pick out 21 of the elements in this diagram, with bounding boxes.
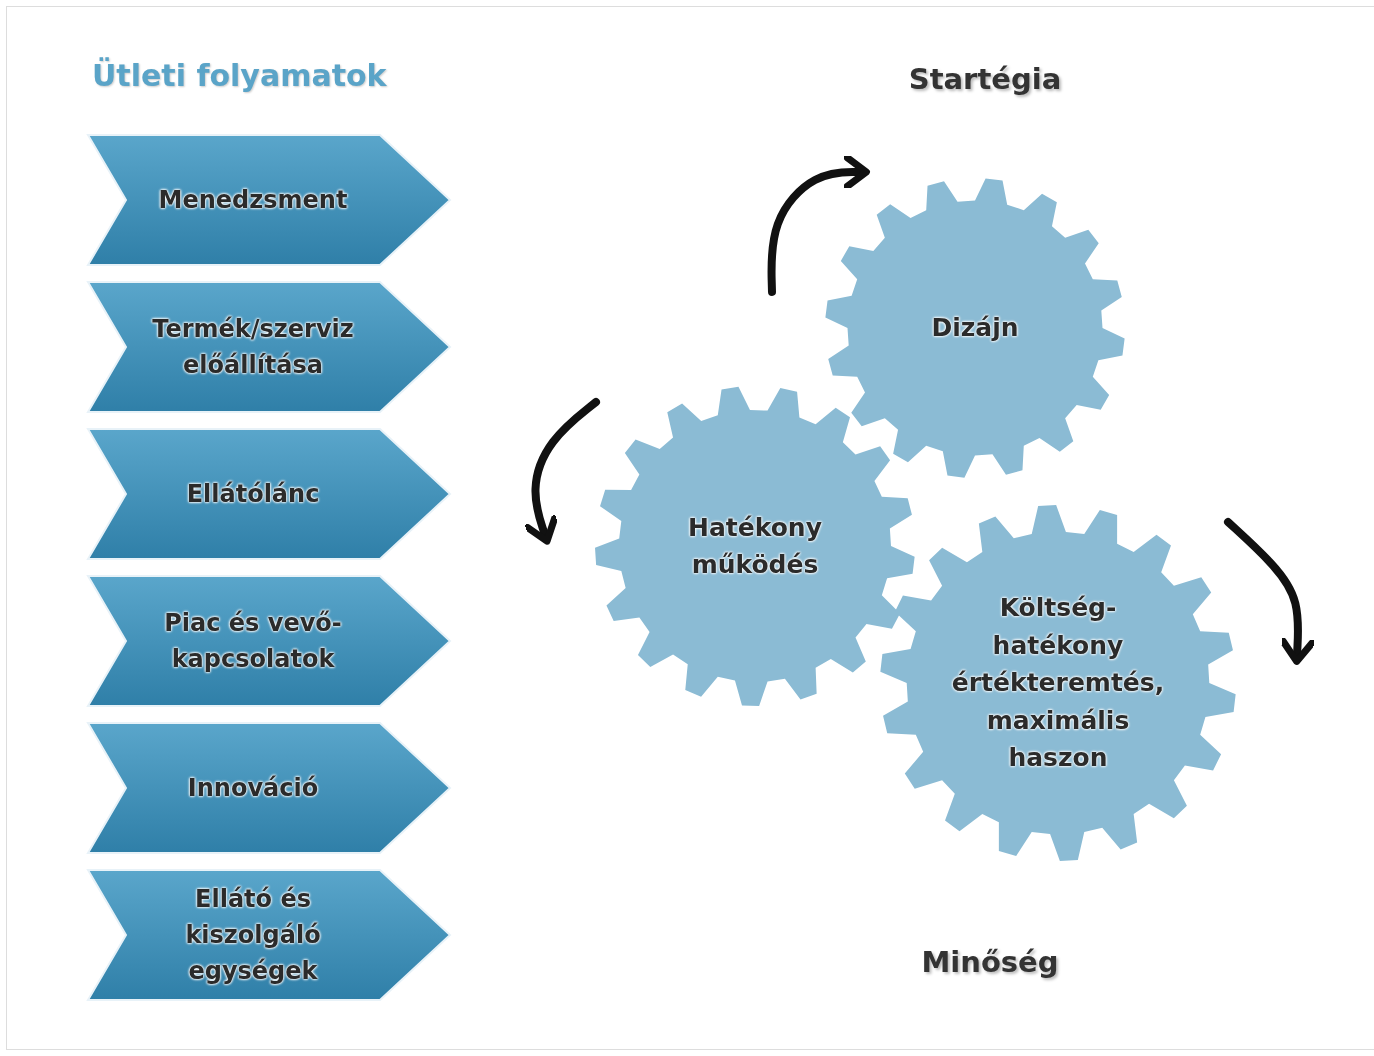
process-step [88,429,450,559]
gear-label: Költség- hatékony értékteremtés, maximális haszon [950,592,1166,775]
chevron-label: Termék/szerviz előállítása [151,314,355,381]
section-label: Minőség [921,945,1059,979]
chevron-label: Menedzsment [157,185,349,216]
process-step [88,135,450,265]
chevron-label: Ellátólánc [185,479,321,510]
gear-label: Hatékony működés [687,511,823,581]
section-label: Startégia [908,62,1062,96]
gear [880,505,1236,861]
process-step [88,870,450,1000]
process-step [88,723,450,853]
process-step [88,282,450,412]
heading: Ütleti folyamatok [92,58,387,93]
chevron-label: Ellátó és kiszolgáló egységek [184,884,322,987]
chevron-label: Innováció [186,773,320,804]
gear [595,386,915,706]
process-step [88,576,450,706]
gear [825,178,1125,478]
chevron-label: Piac és vevő- kapcsolatok [163,608,343,675]
gear-label: Dizájn [930,312,1020,345]
